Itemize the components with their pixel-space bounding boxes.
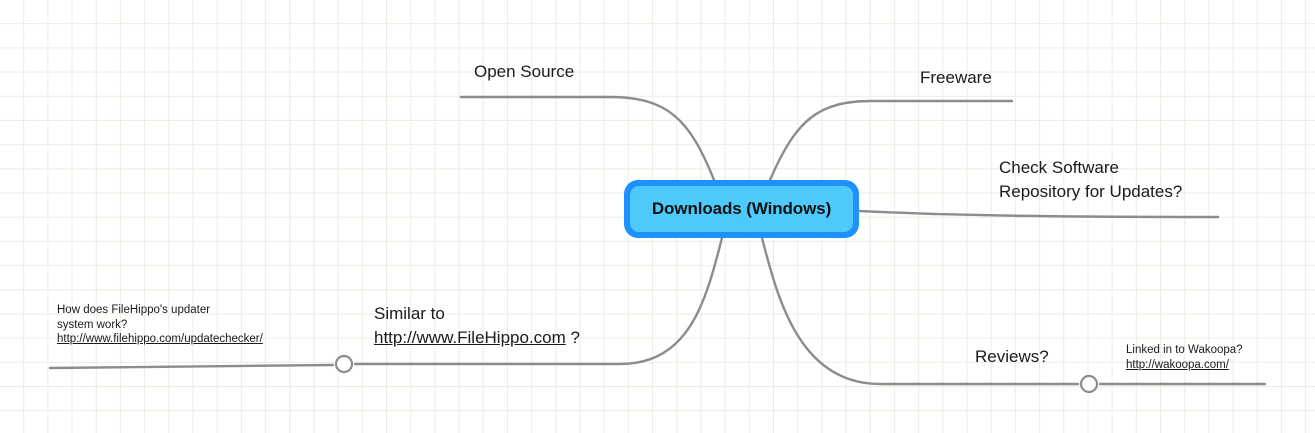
center-node-label: Downloads (Windows) [651,199,832,218]
branch-label-similar-to-prefix: Similar to [374,304,445,323]
center-node[interactable]: Downloads (Windows) [624,180,859,238]
note-filehippo-updater[interactable]: How does FileHippo's updater system work… [57,303,263,347]
branch-line-check-repo [858,209,1220,219]
branch-label-check-repo-line-2: Repository for Updates? [999,182,1183,201]
branch-label-check-repo-line-1: Check Software [999,158,1119,177]
wakoopa-link[interactable]: http://wakoopa.com/ [1126,358,1229,371]
branch-label-similar-to[interactable]: Similar to http://www.FileHippo.com ? [374,302,644,350]
branch-label-check-repo[interactable]: Check Software Repository for Updates? [999,156,1259,204]
branch-label-reviews[interactable]: Reviews? [975,347,1049,366]
branch-line-freeware [768,99,1014,182]
branch-line-reviews [760,236,1080,386]
branch-line-similar-to [353,236,724,366]
filehippo-updatechecker-link[interactable]: http://www.filehippo.com/updatechecker/ [57,333,263,345]
filehippo-link[interactable]: http://www.FileHippo.com [374,328,566,347]
branch-label-open-source[interactable]: Open Source [474,62,575,81]
branch-label-similar-to-suffix: ? [565,328,580,347]
branch-label-freeware[interactable]: Freeware [920,68,992,87]
note-filehippo-line-2: system work? [57,318,128,331]
note-filehippo-line-1: How does FileHippo's updater [57,304,211,316]
center-node-inner: Downloads (Windows) [630,186,853,232]
note-wakoopa[interactable]: Linked in to Wakoopa? http://wakoopa.com… [1126,343,1243,372]
branch-line-open-source [459,95,716,182]
branch-label-similar-to-url-row: http://www.FileHippo.com ? [374,326,644,350]
connector-dot-wakoopa[interactable] [1079,374,1099,394]
branch-line-filehippo-note [48,363,335,370]
note-wakoopa-line-1: Linked in to Wakoopa? [1126,344,1243,356]
connector-dot-filehippo[interactable] [334,354,354,374]
